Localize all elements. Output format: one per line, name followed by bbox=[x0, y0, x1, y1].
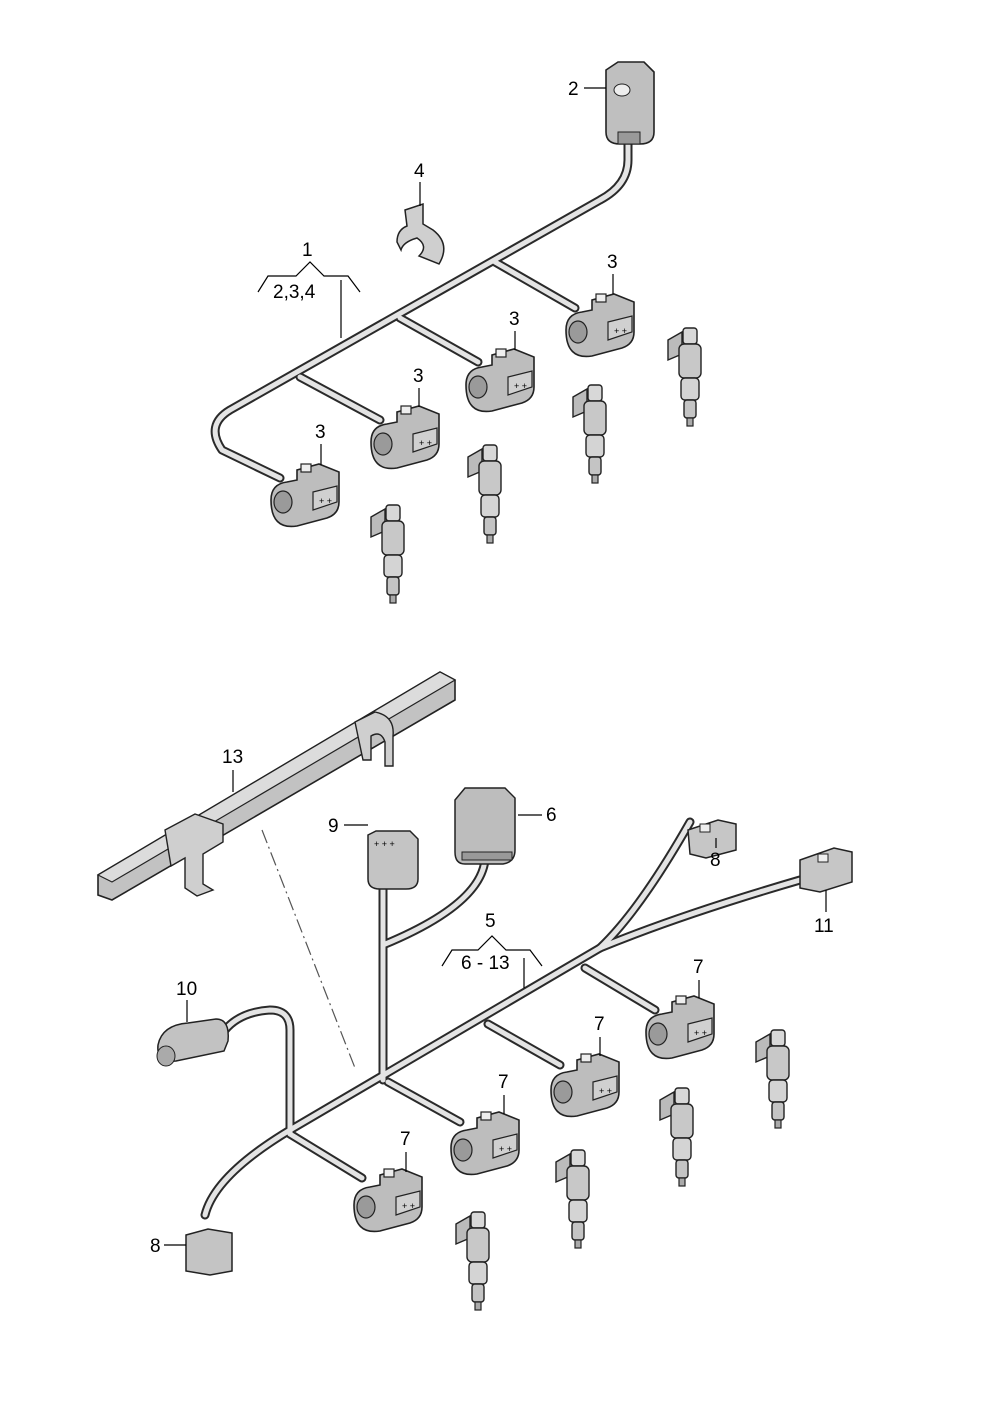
injector bbox=[659, 1087, 694, 1187]
lower-harness: + + + 13 9 6 bbox=[96, 671, 853, 1311]
bracket-1 bbox=[257, 261, 361, 293]
label-7: 7 bbox=[400, 1129, 411, 1150]
sensor-10 bbox=[156, 1018, 229, 1067]
assembly-line bbox=[261, 829, 356, 1069]
upper-harness: 1 2,3,4 2 4 3 3 3 3 bbox=[210, 61, 702, 604]
label-6: 6 bbox=[546, 805, 557, 826]
connector-3 bbox=[270, 463, 340, 528]
injector bbox=[667, 327, 702, 427]
injector bbox=[555, 1149, 590, 1249]
connector-9: + + + bbox=[367, 830, 419, 890]
injector bbox=[455, 1211, 490, 1311]
main-connector-2 bbox=[605, 61, 655, 145]
injector bbox=[572, 384, 607, 484]
connector-6 bbox=[454, 787, 516, 865]
connector-8-lower bbox=[185, 1228, 233, 1276]
label-2: 2 bbox=[568, 79, 579, 100]
label-7: 7 bbox=[594, 1014, 605, 1035]
label-9: 9 bbox=[328, 816, 339, 837]
injector bbox=[370, 504, 405, 604]
label-8: 8 bbox=[150, 1236, 161, 1257]
bracket-5 bbox=[441, 935, 543, 967]
connector-8-upper bbox=[687, 819, 737, 859]
clip-4 bbox=[396, 202, 445, 265]
connector-7 bbox=[645, 995, 715, 1060]
label-11: 11 bbox=[814, 916, 834, 937]
label-1-includes: 2,3,4 bbox=[273, 282, 316, 303]
upper-wires bbox=[210, 130, 633, 483]
svg-text:+ + +: + + + bbox=[374, 839, 395, 849]
label-3: 3 bbox=[315, 422, 326, 443]
wiring-rail-13 bbox=[96, 671, 457, 901]
label-5-includes: 6 - 13 bbox=[461, 953, 510, 974]
label-7: 7 bbox=[693, 957, 704, 978]
label-5: 5 bbox=[485, 911, 496, 932]
label-1: 1 bbox=[302, 240, 313, 261]
label-3: 3 bbox=[413, 366, 424, 387]
connector-3 bbox=[565, 293, 635, 358]
injector bbox=[467, 444, 502, 544]
label-8: 8 bbox=[710, 850, 721, 871]
label-7: 7 bbox=[498, 1072, 509, 1093]
label-10: 10 bbox=[176, 979, 197, 1000]
injector bbox=[755, 1029, 790, 1129]
label-3: 3 bbox=[607, 252, 618, 273]
connector-11 bbox=[799, 847, 853, 893]
connector-3 bbox=[370, 405, 440, 470]
label-3: 3 bbox=[509, 309, 520, 330]
label-4: 4 bbox=[414, 161, 425, 182]
label-13: 13 bbox=[222, 747, 243, 768]
lower-wires bbox=[200, 817, 805, 1220]
